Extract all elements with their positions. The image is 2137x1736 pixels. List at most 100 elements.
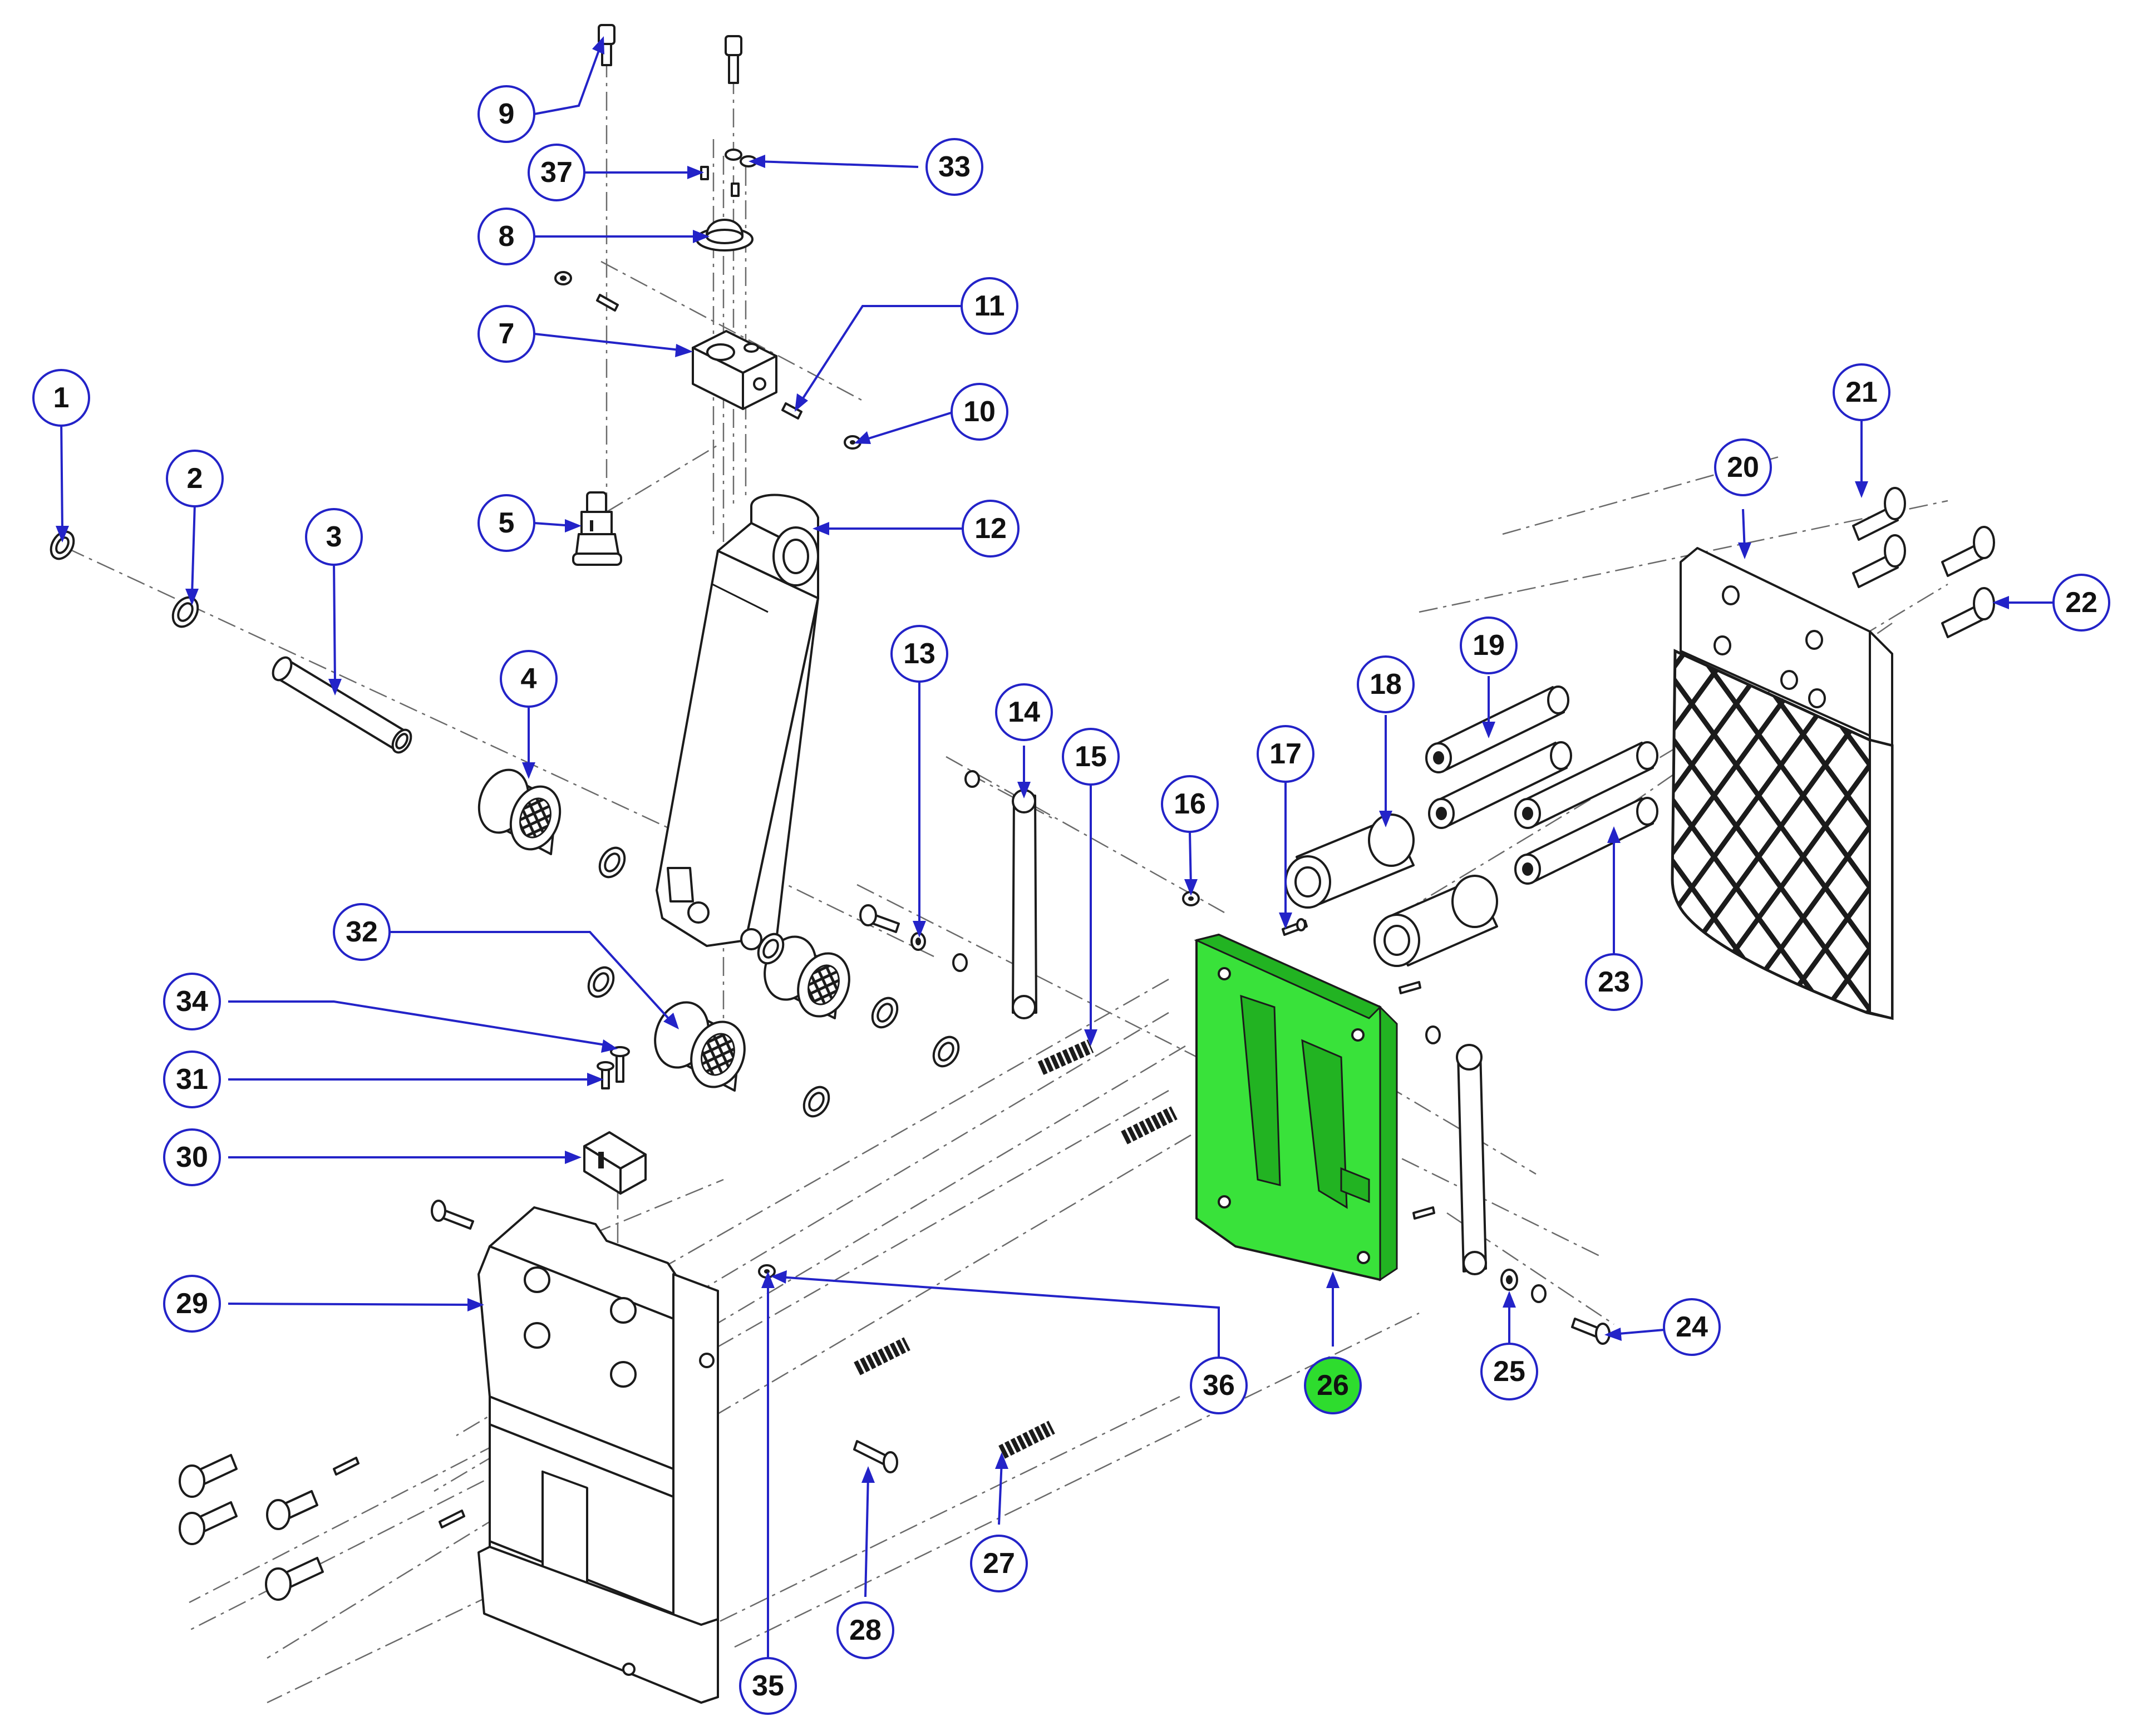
part-screw-22 bbox=[1941, 587, 1995, 638]
part-washer-c bbox=[587, 966, 615, 998]
balloon-label: 29 bbox=[176, 1288, 208, 1320]
balloon-label: 32 bbox=[346, 916, 378, 948]
balloon-label: 13 bbox=[903, 638, 935, 670]
balloon-21: 21 bbox=[1833, 363, 1890, 421]
balloon-12: 12 bbox=[962, 500, 1020, 558]
balloon-28: 28 bbox=[836, 1601, 894, 1659]
part-roller-b bbox=[764, 935, 850, 1019]
balloon-14: 14 bbox=[995, 683, 1053, 741]
balloon-label: 23 bbox=[1598, 966, 1630, 998]
balloon-18: 18 bbox=[1357, 655, 1415, 713]
balloon-25: 25 bbox=[1480, 1343, 1538, 1400]
balloon-30: 30 bbox=[163, 1128, 221, 1186]
balloon-4: 4 bbox=[500, 650, 558, 708]
part-rod-b bbox=[1428, 741, 1572, 829]
part-spring-c bbox=[854, 1337, 910, 1375]
balloon-label: 35 bbox=[752, 1670, 784, 1702]
part-screw-28 bbox=[853, 1440, 898, 1473]
balloon-16: 16 bbox=[1161, 775, 1219, 833]
part-spring-b bbox=[1121, 1106, 1178, 1145]
balloon-label: 1 bbox=[53, 382, 70, 414]
assembly-axes bbox=[66, 25, 1948, 1704]
part-rod-c bbox=[1514, 741, 1658, 829]
balloon-20: 20 bbox=[1714, 438, 1772, 496]
part-pivot-pin-3 bbox=[272, 656, 412, 754]
balloon-label: 2 bbox=[187, 462, 203, 495]
part-screw-d bbox=[1941, 526, 1995, 577]
part-spring-27 bbox=[998, 1421, 1055, 1459]
balloon-36: 36 bbox=[1190, 1357, 1248, 1414]
balloon-29: 29 bbox=[163, 1275, 221, 1333]
part-screw-31 bbox=[597, 1061, 614, 1089]
balloon-label: 7 bbox=[499, 318, 515, 350]
balloon-label: 22 bbox=[2065, 586, 2097, 619]
balloon-label: 26 bbox=[1317, 1369, 1349, 1402]
balloon-label: 12 bbox=[974, 512, 1007, 545]
balloon-27: 27 bbox=[970, 1535, 1028, 1592]
balloon-label: 9 bbox=[499, 98, 515, 130]
balloon-label: 3 bbox=[326, 521, 342, 553]
balloon-label: 30 bbox=[176, 1141, 208, 1173]
balloon-33: 33 bbox=[925, 138, 983, 196]
balloon-label: 17 bbox=[1269, 738, 1302, 770]
part-roller-32 bbox=[654, 1001, 746, 1092]
part-screw-g bbox=[179, 1501, 238, 1545]
part-spring-15 bbox=[1037, 1039, 1094, 1075]
balloon-label: 21 bbox=[1845, 376, 1878, 408]
balloon-24: 24 bbox=[1663, 1298, 1721, 1356]
balloon-label: 31 bbox=[176, 1063, 208, 1096]
part-foot-pad-20 bbox=[1671, 547, 1894, 1020]
part-link-bar-b bbox=[1399, 981, 1487, 1275]
part-screw-34 bbox=[610, 1046, 630, 1083]
leader-lines bbox=[56, 36, 2054, 1680]
balloon-label: 14 bbox=[1008, 696, 1040, 728]
part-set-screw bbox=[554, 271, 572, 285]
balloon-label: 25 bbox=[1493, 1355, 1525, 1388]
part-washer-d bbox=[871, 997, 899, 1029]
balloon-label: 24 bbox=[1676, 1311, 1708, 1343]
balloon-label: 11 bbox=[974, 290, 1005, 322]
part-washer-2 bbox=[171, 596, 199, 628]
part-small-screw-j bbox=[333, 1457, 360, 1476]
balloon-label: 36 bbox=[1203, 1369, 1235, 1402]
part-rod-23 bbox=[1514, 797, 1658, 885]
part-screw-c bbox=[1852, 534, 1906, 588]
part-rod-19 bbox=[1425, 685, 1569, 773]
part-dowel-pin-a bbox=[596, 294, 619, 312]
balloon-15: 15 bbox=[1062, 728, 1120, 786]
part-washer-e bbox=[932, 1035, 960, 1068]
balloon-2: 2 bbox=[166, 450, 224, 507]
balloon-7: 7 bbox=[477, 305, 535, 363]
balloon-1: 1 bbox=[32, 369, 90, 427]
balloon-label: 18 bbox=[1370, 668, 1402, 701]
part-cap-screw-9 bbox=[598, 24, 616, 66]
part-link-bar-14 bbox=[964, 770, 1037, 1019]
part-roller-bearing-4 bbox=[477, 768, 562, 855]
part-screw-e bbox=[431, 1200, 474, 1230]
part-washer-b bbox=[757, 933, 785, 965]
part-standoff-18 bbox=[1284, 813, 1415, 909]
part-screw-f bbox=[179, 1454, 238, 1498]
part-mount-plate-26 bbox=[1194, 934, 1398, 1281]
part-spacer-25 bbox=[1500, 1269, 1547, 1303]
part-lever-arm-12 bbox=[656, 494, 819, 950]
balloon-17: 17 bbox=[1257, 725, 1314, 783]
balloon-label: 5 bbox=[499, 507, 515, 539]
part-washer-33 bbox=[725, 149, 757, 167]
balloon-32: 32 bbox=[333, 903, 391, 961]
balloon-31: 31 bbox=[163, 1051, 221, 1108]
part-screw-24 bbox=[1571, 1318, 1611, 1345]
part-washer-a bbox=[598, 846, 626, 879]
balloon-26: 26 bbox=[1304, 1357, 1362, 1414]
balloon-label: 8 bbox=[499, 220, 515, 253]
balloon-10: 10 bbox=[951, 383, 1008, 441]
balloon-label: 37 bbox=[540, 156, 573, 189]
balloon-9: 9 bbox=[477, 85, 535, 143]
balloon-label: 16 bbox=[1174, 788, 1206, 820]
part-spring-plunger-5 bbox=[572, 491, 622, 566]
balloon-3: 3 bbox=[305, 508, 363, 566]
balloon-34: 34 bbox=[163, 973, 221, 1030]
part-washer-f bbox=[802, 1086, 830, 1118]
part-latch-30 bbox=[583, 1131, 647, 1195]
